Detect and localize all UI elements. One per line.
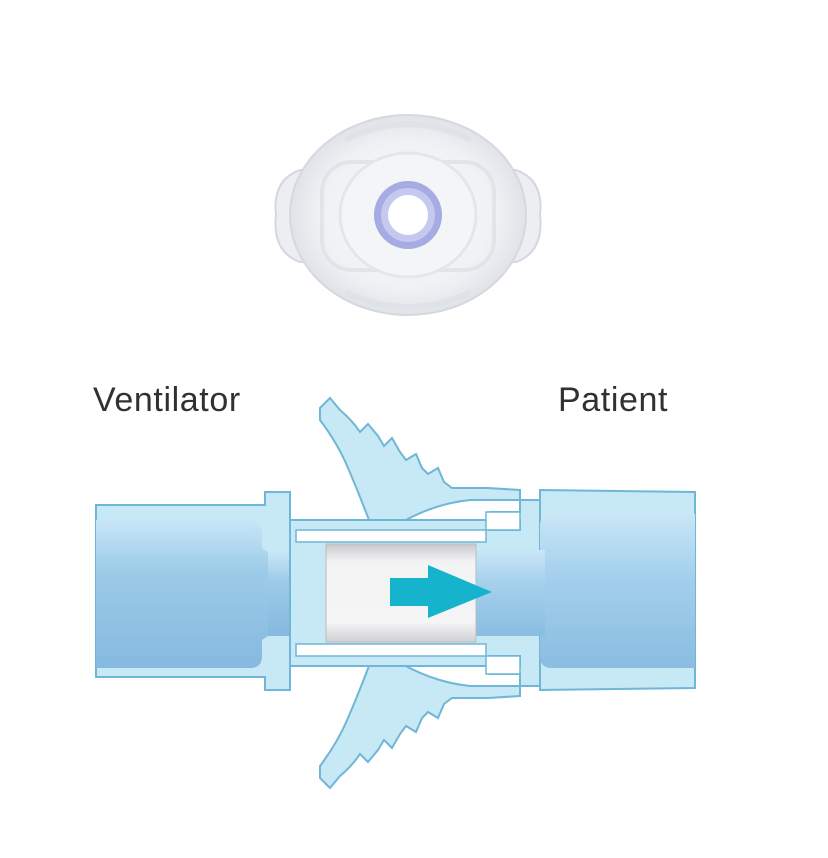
lower-flap (319, 657, 521, 790)
upper-flap (319, 396, 521, 529)
ventilator-label: Ventilator (93, 381, 241, 419)
patient-label: Patient (558, 381, 669, 419)
cross-section (95, 396, 696, 790)
valve-end-view-icon (274, 114, 542, 316)
flow-direction-arrow-icon (390, 565, 492, 618)
